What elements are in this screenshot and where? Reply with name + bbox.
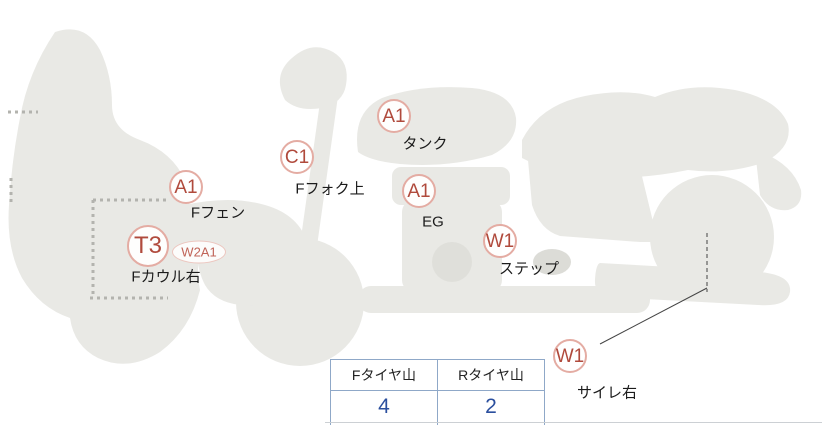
tire-tread-table: Fタイヤ山 Rタイヤ山 4 2 bbox=[330, 359, 545, 425]
label-step: ステップ bbox=[498, 260, 560, 278]
marker-code: W2A1 bbox=[181, 244, 217, 260]
marker-step[interactable]: W1 bbox=[483, 224, 517, 258]
label-muffler-right: サイレ右 bbox=[576, 384, 638, 402]
marker-code: W1 bbox=[555, 345, 585, 367]
marker-code: A1 bbox=[407, 180, 431, 202]
bottom-divider bbox=[325, 422, 822, 423]
label-tank: タンク bbox=[402, 135, 448, 153]
marker-tank[interactable]: A1 bbox=[377, 99, 411, 133]
marker-f-fender[interactable]: A1 bbox=[169, 170, 203, 204]
marker-code: C1 bbox=[284, 146, 310, 168]
front-tire-header: Fタイヤ山 bbox=[331, 360, 438, 391]
label-engine: EG bbox=[422, 213, 444, 231]
label-f-cowl-right: Fカウル右 bbox=[131, 268, 201, 286]
marker-f-fork-upper[interactable]: C1 bbox=[280, 140, 314, 174]
front-tire-value: 4 bbox=[331, 391, 438, 425]
marker-code: A1 bbox=[174, 176, 198, 198]
rear-tire-header: Rタイヤ山 bbox=[438, 360, 544, 391]
label-f-fender: Fフェン bbox=[190, 204, 246, 222]
marker-code: A1 bbox=[382, 105, 406, 127]
marker-engine[interactable]: A1 bbox=[402, 174, 436, 208]
marker-code: W1 bbox=[485, 230, 515, 252]
marker-muffler-right[interactable]: W1 bbox=[553, 339, 587, 373]
label-f-fork-upper: Fフォク上 bbox=[295, 180, 365, 198]
pointer-line-muffler bbox=[599, 233, 708, 345]
rear-tire-value: 2 bbox=[485, 395, 497, 418]
marker-f-cowl-right[interactable]: T3 bbox=[127, 225, 169, 267]
marker-f-cowl-right-extra[interactable]: W2A1 bbox=[172, 240, 226, 264]
marker-code: T3 bbox=[133, 232, 162, 259]
